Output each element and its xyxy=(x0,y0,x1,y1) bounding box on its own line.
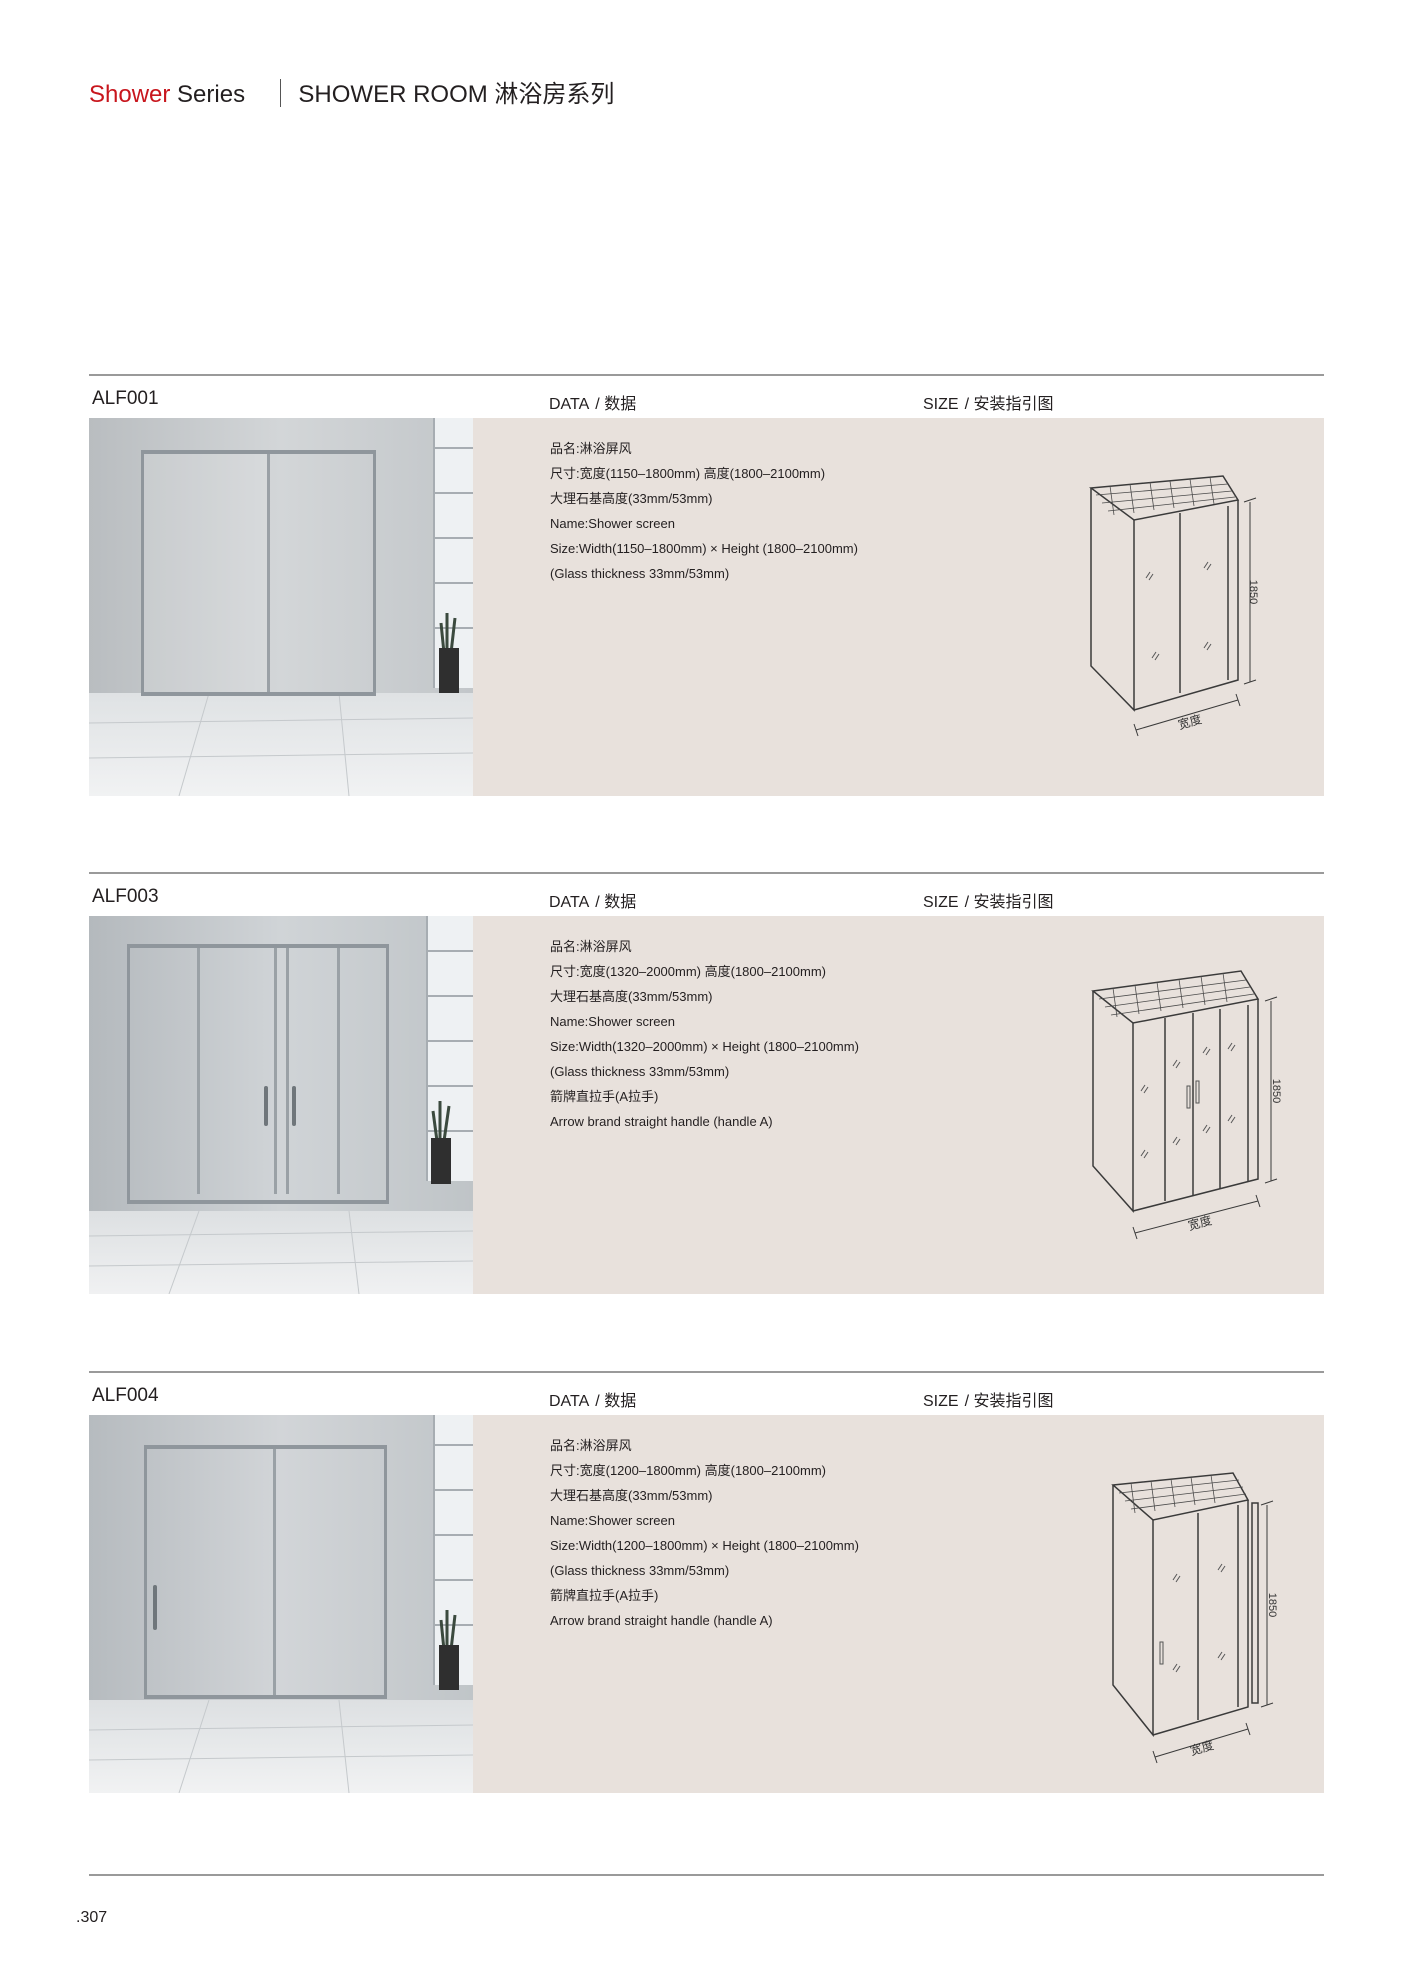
size-diagram: 1850 宽度 xyxy=(1083,961,1313,1251)
section-rule xyxy=(89,1371,1324,1373)
product-section-alf003: ALF003 DATA / 数据 SIZE / 安装指引图 xyxy=(89,872,1324,1294)
model-code: ALF001 xyxy=(92,388,159,409)
spec-line: Arrow brand straight handle (handle A) xyxy=(550,1613,773,1628)
data-label-cn: / 数据 xyxy=(595,396,637,413)
spec-line: 箭牌直拉手(A拉手) xyxy=(550,1089,659,1104)
page-number: .307 xyxy=(76,1909,108,1926)
size-diagram: 1850 宽度 xyxy=(1078,468,1278,753)
size-heading: SIZE / 安装指引图 xyxy=(923,888,1053,912)
data-label-cn: / 数据 xyxy=(595,1393,637,1410)
spec-line: 品名:淋浴屏风 xyxy=(550,1438,632,1453)
spec-line: 尺寸:宽度(1150–1800mm) 高度(1800–2100mm) xyxy=(550,466,826,481)
size-heading: SIZE / 安装指引图 xyxy=(923,390,1053,414)
spec-text: 品名:淋浴屏风 尺寸:宽度(1150–1800mm) 高度(1800–2100m… xyxy=(550,436,858,586)
dimension-width-label: 宽度 xyxy=(1188,1737,1215,1758)
product-photo xyxy=(89,418,473,796)
dimension-width-label: 宽度 xyxy=(1186,1212,1213,1233)
spec-line: 箭牌直拉手(A拉手) xyxy=(550,1588,659,1603)
product-section-alf001: ALF001 DATA / 数据 SIZE / 安装指引图 xyxy=(89,374,1324,796)
size-heading: SIZE / 安装指引图 xyxy=(923,1387,1053,1411)
brand-word: Shower xyxy=(89,81,171,108)
spec-line: Size:Width(1200–1800mm) × Height (1800–2… xyxy=(550,1538,859,1553)
spec-panel: 品名:淋浴屏风 尺寸:宽度(1320–2000mm) 高度(1800–2100m… xyxy=(473,916,1324,1294)
size-label: SIZE xyxy=(923,396,959,413)
section-rule xyxy=(89,374,1324,376)
spec-line: 尺寸:宽度(1320–2000mm) 高度(1800–2100mm) xyxy=(550,964,826,979)
spec-line: (Glass thickness 33mm/53mm) xyxy=(550,1064,730,1079)
room-title: SHOWER ROOM 淋浴房系列 xyxy=(298,81,615,108)
spec-line: 尺寸:宽度(1200–1800mm) 高度(1800–2100mm) xyxy=(550,1463,826,1478)
size-label-cn: / 安装指引图 xyxy=(964,1393,1054,1410)
spec-line: 品名:淋浴屏风 xyxy=(550,939,632,954)
data-label: DATA xyxy=(549,396,590,413)
spec-text: 品名:淋浴屏风 尺寸:宽度(1200–1800mm) 高度(1800–2100m… xyxy=(550,1433,859,1633)
spec-line: 大理石基高度(33mm/53mm) xyxy=(550,491,713,506)
product-section-alf004: ALF004 DATA / 数据 SIZE / 安装指引图 xyxy=(89,1371,1324,1793)
size-label-cn: / 安装指引图 xyxy=(964,894,1054,911)
spec-line: 大理石基高度(33mm/53mm) xyxy=(550,1488,713,1503)
product-photo xyxy=(89,1415,473,1793)
series-word: Series xyxy=(170,81,246,108)
spec-line: Arrow brand straight handle (handle A) xyxy=(550,1114,773,1129)
data-label: DATA xyxy=(549,1393,590,1410)
size-label-cn: / 安装指引图 xyxy=(964,396,1054,413)
size-label: SIZE xyxy=(923,894,959,911)
header-divider xyxy=(279,79,281,107)
dimension-width-label: 宽度 xyxy=(1176,711,1203,732)
product-photo xyxy=(89,916,473,1294)
spec-line: Name:Shower screen xyxy=(550,1513,675,1528)
spec-line: 大理石基高度(33mm/53mm) xyxy=(550,989,713,1004)
model-code: ALF003 xyxy=(92,886,159,907)
spec-line: 品名:淋浴屏风 xyxy=(550,441,632,456)
dimension-height-label: 1850 xyxy=(1270,1079,1282,1103)
data-heading: DATA / 数据 xyxy=(549,888,636,912)
spec-line: Size:Width(1150–1800mm) × Height (1800–2… xyxy=(550,541,858,556)
size-label: SIZE xyxy=(923,1393,959,1410)
dimension-height-label: 1850 xyxy=(1247,580,1259,604)
size-diagram: 1850 宽度 xyxy=(1103,1445,1313,1765)
data-heading: DATA / 数据 xyxy=(549,1387,636,1411)
spec-line: Size:Width(1320–2000mm) × Height (1800–2… xyxy=(550,1039,859,1054)
data-label: DATA xyxy=(549,894,590,911)
data-heading: DATA / 数据 xyxy=(549,390,636,414)
spec-line: Name:Shower screen xyxy=(550,1014,675,1029)
spec-line: (Glass thickness 33mm/53mm) xyxy=(550,1563,730,1578)
spec-panel: 品名:淋浴屏风 尺寸:宽度(1150–1800mm) 高度(1800–2100m… xyxy=(473,418,1324,796)
footer-rule xyxy=(89,1874,1324,1876)
spec-text: 品名:淋浴屏风 尺寸:宽度(1320–2000mm) 高度(1800–2100m… xyxy=(550,934,859,1134)
data-label-cn: / 数据 xyxy=(595,894,637,911)
spec-panel: 品名:淋浴屏风 尺寸:宽度(1200–1800mm) 高度(1800–2100m… xyxy=(473,1415,1324,1793)
model-code: ALF004 xyxy=(92,1385,159,1406)
page-header: Shower Series SHOWER ROOM 淋浴房系列 xyxy=(89,74,614,109)
spec-line: (Glass thickness 33mm/53mm) xyxy=(550,566,730,581)
dimension-height-label: 1850 xyxy=(1266,1593,1278,1617)
spec-line: Name:Shower screen xyxy=(550,516,675,531)
section-rule xyxy=(89,872,1324,874)
